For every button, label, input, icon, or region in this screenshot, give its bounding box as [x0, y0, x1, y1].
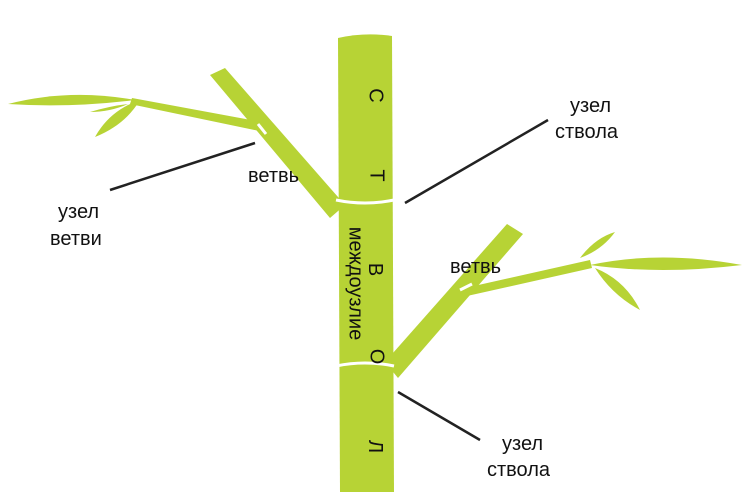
left-branch: [210, 68, 345, 218]
branch-label: ветвь: [450, 256, 502, 278]
branch-node-label: ветви: [50, 228, 102, 250]
branch-node-label: узел: [58, 201, 100, 223]
leaf: [590, 257, 742, 270]
leaf: [595, 268, 640, 310]
leaf: [8, 94, 135, 106]
left-twig: [130, 98, 264, 132]
leaf: [95, 100, 140, 137]
stem-node-label: ствола: [487, 459, 551, 481]
stalk-letter: С: [364, 88, 387, 103]
stem-node-bottom: [335, 361, 395, 368]
pointer-stem-node-bottom: [397, 390, 481, 442]
leaf: [90, 104, 128, 112]
stem-node-top: [335, 198, 395, 205]
right-twig: [465, 260, 592, 296]
stalk-letter: Т: [365, 169, 388, 182]
branch-node-left: [256, 123, 268, 135]
internode-label: междоузлие: [344, 226, 367, 341]
stalk: [338, 34, 394, 492]
stem-node-label: узел: [570, 95, 612, 117]
stalk-letter: О: [365, 348, 388, 365]
stem-node-label: узел: [502, 433, 544, 455]
stem-node-label: ствола: [555, 121, 619, 143]
pointer-branch-node: [109, 141, 256, 192]
leaf: [580, 232, 615, 258]
pointer-stem-node-top: [404, 118, 549, 205]
branch-node-right: [459, 282, 473, 292]
stalk-letter: В: [364, 262, 387, 277]
right-branch: [385, 224, 523, 378]
branch-label: ветвь: [248, 165, 300, 187]
stalk-letter: Л: [364, 439, 387, 454]
